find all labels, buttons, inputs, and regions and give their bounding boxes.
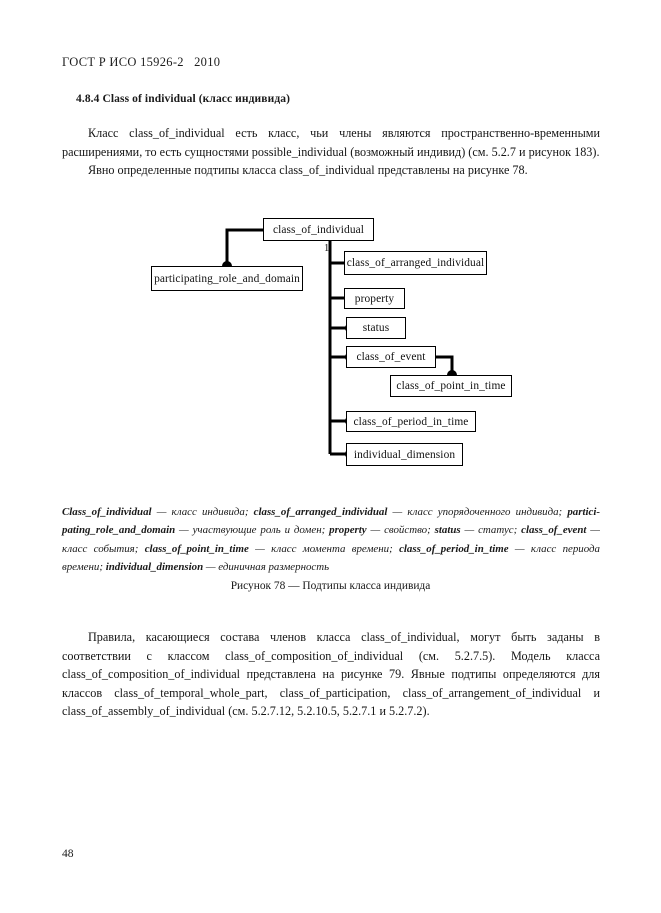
diagram-node-status: status xyxy=(346,317,406,339)
legend-def-class-of-individual: — класс индивида; xyxy=(151,506,254,518)
legend-term-status: status xyxy=(434,524,461,537)
edge-event-to-point-in-time xyxy=(436,355,454,373)
legend-term-class-of-individual: Class_of_individual xyxy=(62,506,152,518)
dot-class-of-period-in-time xyxy=(345,416,355,426)
dot-class-of-arranged-individual xyxy=(345,258,355,268)
rules-paragraphs: Правила, касающиеся состава членов класс… xyxy=(62,628,600,721)
intro-paragraphs: Класс class_of_individual есть класс, чь… xyxy=(62,124,600,180)
legend-def-class-of-arranged-individual: — класс упорядоченного индивида; xyxy=(387,506,568,518)
legend-term-individual-dimension: individual_dimension xyxy=(105,561,204,574)
legend-def-individual-dimension: — единичная размерность xyxy=(203,561,330,574)
diagram-node-class-of-arranged-individual: class_of_arranged_individual xyxy=(344,251,487,275)
diagram-node-class-of-point-in-time: class_of_point_in_time xyxy=(390,375,512,397)
legend-term-class-of-period-in-time: class_of_period_in_time xyxy=(399,542,509,555)
dot-participating-role-and-domain xyxy=(222,261,232,271)
dot-class-of-event xyxy=(345,352,355,362)
paragraph-intro-1: Класс class_of_individual есть класс, чь… xyxy=(62,126,600,159)
diagram-junction-dots xyxy=(222,258,457,459)
dot-property xyxy=(345,293,355,303)
legend-def-participating-role-and-domain: — участвующие роль и домен; xyxy=(175,524,330,537)
diagram-node-participating-role-and-domain: participating_role_and_domain xyxy=(151,266,303,291)
diagram-node-class-of-individual: class_of_individual xyxy=(263,218,374,241)
legend-term-property: property xyxy=(329,524,367,537)
legend-term-class-of-arranged-individual: class_of_arranged_individual xyxy=(253,506,388,518)
legend-term-participating-role-and-domain: partici-pating_role_and_domain xyxy=(62,506,600,537)
diagram-node-class-of-period-in-time: class_of_period_in_time xyxy=(346,411,476,432)
dot-individual-dimension xyxy=(345,449,355,459)
section-heading: 4.8.4 Class of individual (класс индивид… xyxy=(76,93,291,105)
figure-legend: Class_of_individual — класс индивида; cl… xyxy=(62,503,600,577)
dot-class-of-point-in-time xyxy=(447,370,457,380)
diagram-cardinality-label: 1 xyxy=(324,243,330,254)
legend-def-class-of-period-in-time: — класс периода времени; xyxy=(62,542,601,574)
legend-def-class-of-point-in-time: — класс момента времени; xyxy=(248,542,400,555)
legend-def-class-of-event: — класс события; xyxy=(62,524,600,555)
edge-to-participating-role-and-domain xyxy=(225,228,263,264)
diagram-node-class-of-event: class_of_event xyxy=(346,346,436,368)
diagram-node-property: property xyxy=(344,288,405,309)
legend-def-status: — статус; xyxy=(460,524,522,537)
legend-term-class-of-point-in-time: class_of_point_in_time xyxy=(144,542,249,555)
paragraph-intro-2: Явно определенные подтипы класса class_o… xyxy=(88,163,528,178)
legend-term-class-of-event: class_of_event xyxy=(521,524,587,537)
figure-caption: Рисунок 78 — Подтипы класса индивида xyxy=(230,580,431,592)
dot-status xyxy=(345,323,355,333)
paragraph-rules-1: Правила, касающиеся состава членов класс… xyxy=(62,630,600,719)
document-header: ГОСТ Р ИСО 15926-2 2010 xyxy=(62,55,221,69)
legend-def-property: — свойство; xyxy=(366,524,435,537)
diagram-node-individual-dimension: individual_dimension xyxy=(346,443,463,466)
page-number: 48 xyxy=(62,847,74,860)
